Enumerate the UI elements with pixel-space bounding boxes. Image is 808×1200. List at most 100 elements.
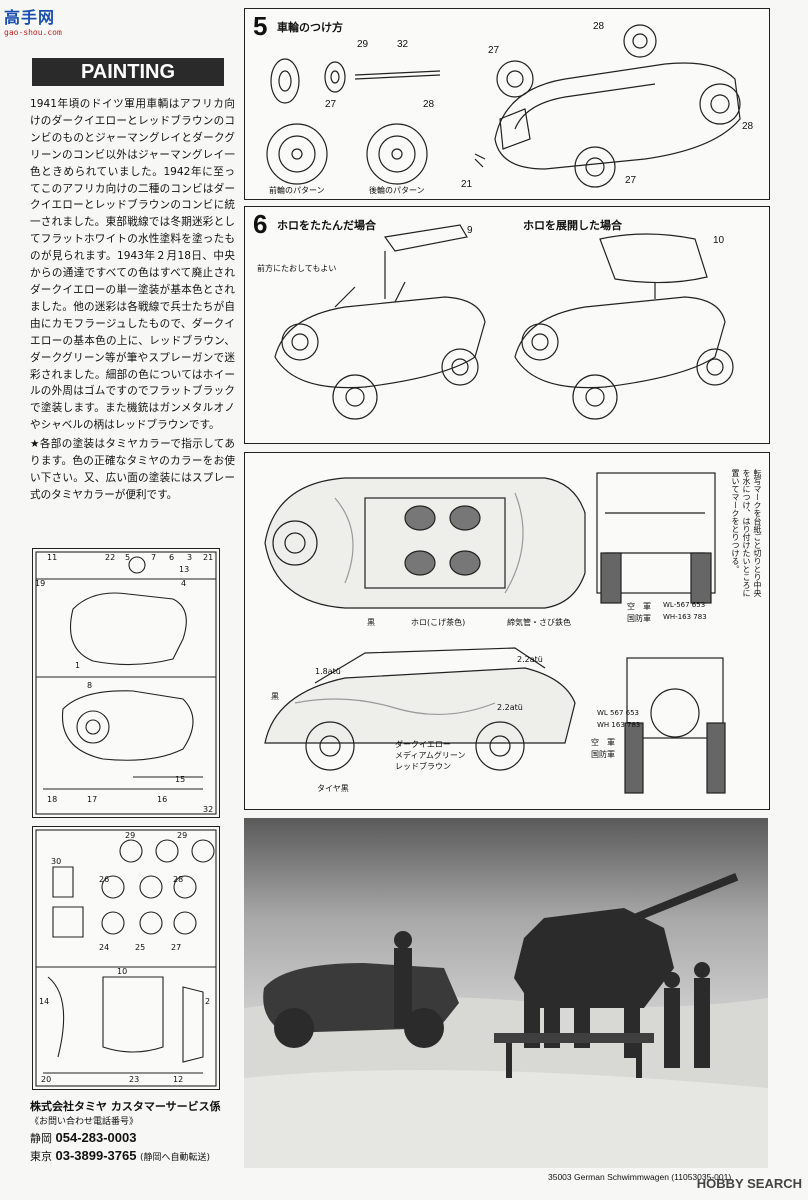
part-number: 9	[467, 225, 473, 236]
company-name: 株式会社タミヤ カスタマーサービス係	[30, 1100, 221, 1113]
camo-color: メディアムグリーン	[395, 751, 466, 760]
part-number: 29	[357, 39, 369, 50]
part-number: 27	[325, 99, 337, 110]
sprue-number: 17	[87, 795, 98, 804]
part-number: 27	[625, 175, 637, 186]
phone-region: 東京	[30, 1150, 52, 1163]
sprue-number: 26	[99, 875, 110, 884]
step6-diagram	[274, 224, 734, 420]
sprue-number: 23	[129, 1075, 140, 1084]
sprue-number: 25	[135, 943, 146, 952]
step5-panel: 5 車輪のつけ方 29 32 27 28 27 28 27 28 21 前輪のパ…	[244, 8, 770, 200]
painting-paragraph: 1941年頃のドイツ軍用車輌はアフリカ向けのダークイエローとレッドブラウンのコン…	[30, 98, 235, 432]
camo-color-list: ダークイエロー メディアムグリーン レッドブラウン	[395, 739, 465, 772]
phone-note: (静岡へ自動転送)	[139, 1153, 210, 1163]
part-number: 28	[742, 121, 754, 132]
sprue-number: 32	[203, 805, 214, 814]
plate-label: 空 軍	[591, 738, 615, 747]
plate-label: 国防軍	[591, 750, 615, 759]
sprue-number: 27	[171, 943, 182, 952]
sprue-number: 10	[117, 967, 128, 976]
contact-line: 静岡 054-283-0003	[30, 1129, 235, 1147]
sprue-number: 7	[151, 553, 157, 562]
camo-color: ダークイエロー	[395, 740, 451, 749]
step-title-open: ホロを展開した場合	[523, 219, 622, 232]
step6-panel: 6 ホロをたたんだ場合 ホロを展開した場合 前方にたおしてもよい 9 10	[244, 206, 770, 444]
painting-paragraph: ★各部の塗装はタミヤカラーで指示してあります。色の正確なタミヤのカラーをお使い下…	[30, 438, 235, 501]
license-plate: WH-163 783	[663, 613, 707, 621]
sprue-number: 20	[41, 1075, 52, 1084]
plate-label: 空 軍	[627, 602, 651, 611]
sprue-number: 6	[169, 553, 175, 562]
side-label: 1.8atü	[315, 667, 341, 676]
parts-tree-b-drawing	[35, 829, 217, 1087]
side-label: 黒	[271, 692, 279, 701]
step-number: 6	[253, 209, 268, 239]
parts-tree-b: 29 29 30 26 28 24 25 27 10 14 2 20 23 12	[32, 826, 220, 1090]
sprue-number: 29	[125, 831, 136, 840]
footer-product-code: 35003 German Schwimmwagen (11053035-001)	[548, 1172, 732, 1182]
sprue-number: 19	[35, 579, 46, 588]
painting-text: 1941年頃のドイツ軍用車輌はアフリカ向けのダークイエローとレッドブラウンのコン…	[30, 96, 235, 504]
step6-note: 前方にたおしてもよい	[257, 264, 337, 273]
sprue-number: 18	[47, 795, 58, 804]
contact-note: 《お問い合わせ電話番号》	[30, 1117, 139, 1127]
sprue-number: 3	[187, 553, 193, 562]
part-number: 27	[488, 45, 500, 56]
license-plate: WL-567 653	[663, 601, 706, 609]
sprue-number: 13	[179, 565, 190, 574]
diorama-photo-drawing	[244, 818, 768, 1168]
sprue-number: 24	[99, 943, 110, 952]
license-plate: WL 567 653	[597, 709, 639, 717]
parts-tree-a-drawing	[35, 551, 217, 815]
phone-number: 054-283-0003	[55, 1130, 137, 1145]
step-number: 5	[253, 11, 268, 41]
sprue-number: 16	[157, 795, 168, 804]
site-watermark: 高手网 gao-shou.com	[4, 4, 74, 40]
part-number: 21	[461, 179, 473, 190]
sprue-number: 11	[47, 553, 58, 562]
side-label: タイヤ黒	[317, 784, 349, 793]
watermark-subtitle: gao-shou.com	[4, 28, 62, 37]
sprue-number: 14	[39, 997, 50, 1006]
sprue-number: 4	[181, 579, 187, 588]
top-label: 締気管・さび鉄色	[507, 618, 571, 627]
sprue-number: 28	[173, 875, 184, 884]
top-label: 黒	[367, 618, 375, 627]
sprue-number: 30	[51, 857, 62, 866]
watermark-title: 高手网	[4, 8, 56, 27]
sprue-number: 5	[125, 553, 131, 562]
part-number: 32	[397, 39, 409, 50]
side-label: 2.2atü	[497, 703, 523, 712]
part-number: 28	[423, 99, 435, 110]
side-label: 2.2atü	[517, 655, 543, 664]
step5-diagram	[266, 24, 741, 188]
hobby-search-mark: HOBBY SEARCH	[696, 1176, 802, 1191]
sprue-number: 21	[203, 553, 214, 562]
painting-heading: PAINTING	[32, 58, 224, 86]
decal-note: 転写マークを台紙ごと切りとり中央を水につけ、はり付けたいところに置いてマークをと…	[731, 469, 762, 597]
diorama-photo	[244, 818, 768, 1168]
parts-tree-a: 11 22 5 7 6 3 21 19 13 4 1 8 15 18 17 16…	[32, 548, 220, 818]
sprue-number: 22	[105, 553, 116, 562]
part-number: 10	[713, 235, 725, 246]
phone-number: 03-3899-3765	[55, 1148, 137, 1163]
sprue-number: 29	[177, 831, 188, 840]
plate-label: 国防軍	[627, 614, 651, 623]
camo-color: レッドブラウン	[395, 762, 451, 771]
phone-region: 静岡	[30, 1132, 52, 1145]
step-title-folded: ホロをたたんだ場合	[277, 219, 376, 232]
part-number: 28	[593, 21, 605, 32]
step-title: 車輪のつけ方	[277, 21, 343, 34]
sprue-number: 2	[205, 997, 211, 1006]
contact-line: 東京 03-3899-3765 (静岡へ自動転送)	[30, 1147, 235, 1167]
sprue-number: 12	[173, 1075, 184, 1084]
sprue-number: 1	[75, 661, 81, 670]
sprue-number: 8	[87, 681, 93, 690]
sprue-number: 15	[175, 775, 186, 784]
color-guide-diagram	[264, 472, 726, 794]
rear-wheel-caption: 後輪のパターン	[369, 186, 425, 195]
license-plate: WH 163 783	[597, 721, 641, 729]
customer-service-contact: 株式会社タミヤ カスタマーサービス係 《お問い合わせ電話番号》 静岡 054-2…	[30, 1098, 235, 1167]
top-label: ホロ(こげ茶色)	[411, 618, 466, 627]
